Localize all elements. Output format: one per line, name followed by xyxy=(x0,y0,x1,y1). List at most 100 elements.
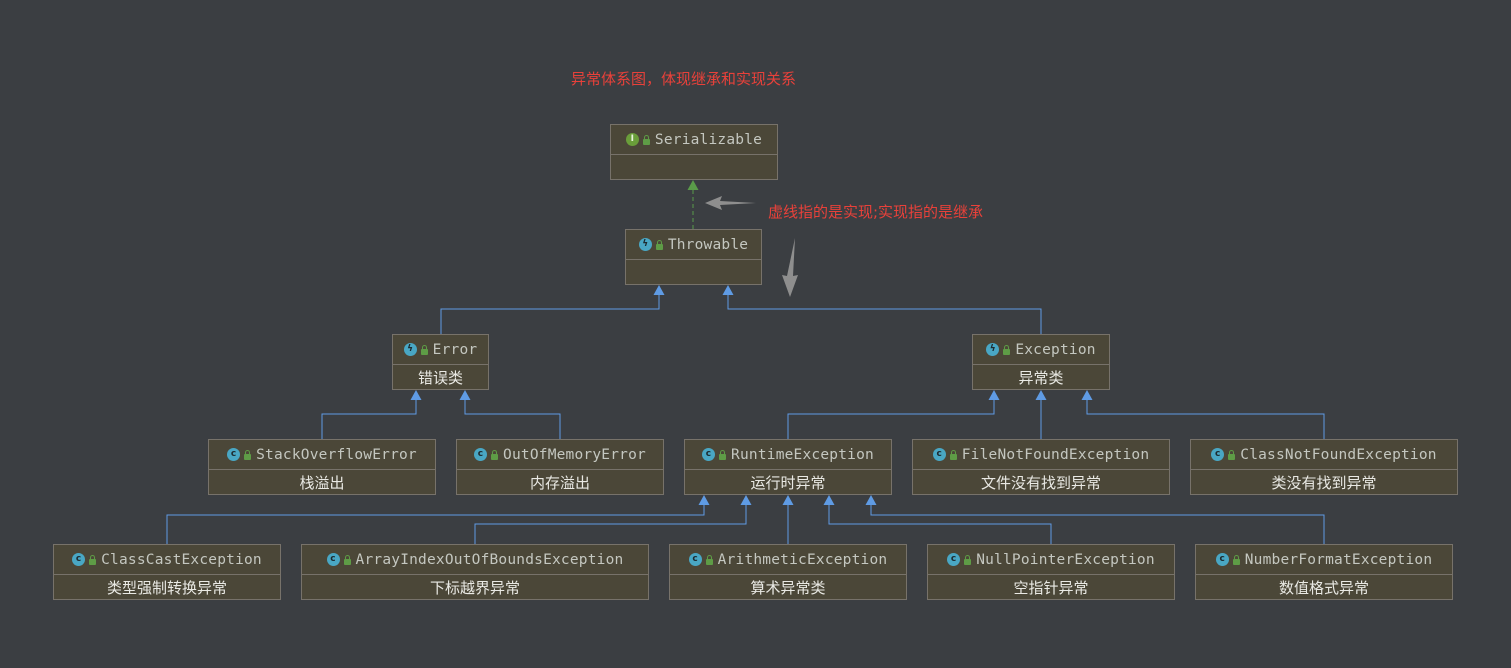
extends-arrowhead-icon xyxy=(823,495,835,505)
node-title: Error xyxy=(432,341,478,358)
node-description: 下标越界异常 xyxy=(429,578,520,597)
node-exception[interactable]: ϟ Exception 异常类 xyxy=(972,334,1110,390)
lock-icon xyxy=(1228,449,1236,460)
lock-icon xyxy=(343,554,351,565)
node-divider xyxy=(913,469,1169,470)
node-numberformatexception[interactable]: c NumberFormatException 数值格式异常 xyxy=(1195,544,1453,600)
node-title: OutOfMemoryError xyxy=(503,446,646,463)
lock-icon xyxy=(244,449,252,460)
lock-icon xyxy=(949,449,957,460)
lock-icon xyxy=(964,554,972,565)
class-icon: c xyxy=(947,553,961,566)
class-icon: c xyxy=(702,448,716,461)
node-runtimeexception[interactable]: c RuntimeException 运行时异常 xyxy=(684,439,892,495)
node-description: 算术异常类 xyxy=(750,578,826,597)
extends-arrowhead-icon xyxy=(698,495,710,505)
node-filenotfoundexception[interactable]: c FileNotFoundException 文件没有找到异常 xyxy=(912,439,1170,495)
lock-icon xyxy=(705,554,713,565)
extends-edge xyxy=(464,400,561,439)
node-divider xyxy=(685,469,891,470)
lock-icon xyxy=(719,449,727,460)
node-description xyxy=(611,155,777,179)
node-title: ArrayIndexOutOfBoundsException xyxy=(355,551,624,568)
extends-arrowhead-icon xyxy=(653,285,665,295)
extends-edge xyxy=(870,505,1325,544)
node-description: 异常类 xyxy=(1018,368,1064,387)
implements-arrowhead-icon xyxy=(687,180,699,190)
node-divider xyxy=(1191,469,1457,470)
node-arithmeticexception[interactable]: c ArithmeticException 算术异常类 xyxy=(669,544,907,600)
lock-icon xyxy=(655,239,663,250)
node-classnotfoundexception[interactable]: c ClassNotFoundException 类没有找到异常 xyxy=(1190,439,1458,495)
node-divider xyxy=(302,574,648,575)
lock-icon xyxy=(1232,554,1240,565)
node-header: c ArrayIndexOutOfBoundsException xyxy=(302,545,648,574)
abstract-class-icon: ϟ xyxy=(986,343,1000,356)
node-divider xyxy=(626,259,761,260)
extends-edge xyxy=(474,505,747,544)
node-header: c NumberFormatException xyxy=(1196,545,1452,574)
node-description: 类没有找到异常 xyxy=(1271,473,1377,492)
abstract-class-icon: ϟ xyxy=(638,238,652,251)
extends-edge xyxy=(1086,400,1325,439)
node-title: NumberFormatException xyxy=(1244,551,1433,568)
extends-edge xyxy=(321,400,417,439)
class-icon: c xyxy=(688,553,702,566)
node-header: c ClassNotFoundException xyxy=(1191,440,1457,469)
node-header: ϟ Error xyxy=(393,335,488,364)
extends-arrowhead-icon xyxy=(782,495,794,505)
down-pointer-arrow-icon xyxy=(782,238,798,297)
node-header: ϟ Exception xyxy=(973,335,1109,364)
node-throwable[interactable]: ϟ Throwable xyxy=(625,229,762,285)
node-stackoverflowerror[interactable]: c StackOverflowError 栈溢出 xyxy=(208,439,436,495)
node-description: 文件没有找到异常 xyxy=(980,473,1101,492)
node-description: 空指针异常 xyxy=(1013,578,1089,597)
node-divider xyxy=(393,364,488,365)
node-divider xyxy=(457,469,663,470)
node-description: 运行时异常 xyxy=(750,473,826,492)
class-icon: c xyxy=(326,553,340,566)
node-description: 类型强制转换异常 xyxy=(106,578,227,597)
node-divider xyxy=(928,574,1174,575)
class-icon: c xyxy=(227,448,241,461)
extends-arrowhead-icon xyxy=(1081,390,1093,400)
node-title: StackOverflowError xyxy=(256,446,417,463)
node-classcastexception[interactable]: c ClassCastException 类型强制转换异常 xyxy=(53,544,281,600)
node-nullpointerexception[interactable]: c NullPointerException 空指针异常 xyxy=(927,544,1175,600)
extends-edge xyxy=(787,400,995,439)
extends-arrowhead-icon xyxy=(988,390,1000,400)
node-header: I Serializable xyxy=(611,125,777,154)
lock-icon xyxy=(1003,344,1011,355)
node-header: c RuntimeException xyxy=(685,440,891,469)
node-description: 栈溢出 xyxy=(299,473,345,492)
node-header: c ClassCastException xyxy=(54,545,280,574)
lock-icon xyxy=(420,344,428,355)
class-icon: c xyxy=(1215,553,1229,566)
left-pointer-arrow-icon xyxy=(705,196,756,210)
class-icon: c xyxy=(1211,448,1225,461)
lock-icon xyxy=(491,449,499,460)
node-outofmemoryerror[interactable]: c OutOfMemoryError 内存溢出 xyxy=(456,439,664,495)
node-header: c NullPointerException xyxy=(928,545,1174,574)
legend-note: 虚线指的是实现;实现指的是继承 xyxy=(768,203,984,221)
abstract-class-icon: ϟ xyxy=(403,343,417,356)
diagram-title-note: 异常体系图，体现继承和实现关系 xyxy=(571,70,797,88)
node-description xyxy=(626,260,761,284)
node-header: c FileNotFoundException xyxy=(913,440,1169,469)
extends-arrowhead-icon xyxy=(722,285,734,295)
node-divider xyxy=(1196,574,1452,575)
node-divider xyxy=(209,469,435,470)
node-title: FileNotFoundException xyxy=(961,446,1150,463)
extends-arrowhead-icon xyxy=(410,390,422,400)
class-icon: c xyxy=(72,553,86,566)
node-error[interactable]: ϟ Error 错误类 xyxy=(392,334,489,390)
node-divider xyxy=(670,574,906,575)
node-title: ClassCastException xyxy=(101,551,262,568)
class-icon: c xyxy=(474,448,488,461)
node-serializable[interactable]: I Serializable xyxy=(610,124,778,180)
node-header: c StackOverflowError xyxy=(209,440,435,469)
node-title: NullPointerException xyxy=(976,551,1155,568)
node-arrayindexoutofboundsexception[interactable]: c ArrayIndexOutOfBoundsException 下标越界异常 xyxy=(301,544,649,600)
